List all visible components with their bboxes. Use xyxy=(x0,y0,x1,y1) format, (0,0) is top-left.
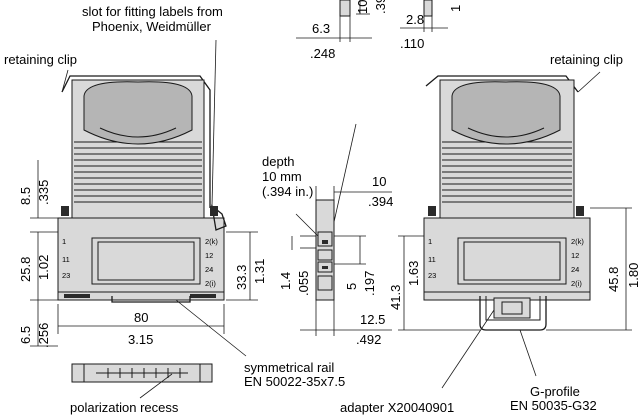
retaining-clip-frame-left xyxy=(61,75,211,208)
depth-line3: (.394 in.) xyxy=(262,184,313,199)
dim-top-d-mm: 1 xyxy=(448,5,463,12)
symmetrical-rail-line2: EN 50022-35x7.5 xyxy=(244,374,345,389)
terminal-left-11-right: 11 xyxy=(428,255,436,264)
dim-g-h1-mm: 41.3 xyxy=(388,285,403,310)
slot-label-line1: slot for fitting labels from xyxy=(82,4,223,19)
dim-h-top-in: .335 xyxy=(36,180,51,205)
dim-top-a-mm: 6.3 xyxy=(312,21,330,36)
dim-h-bot-in: .256 xyxy=(36,323,51,348)
terminal-left-1: 1 xyxy=(62,237,66,246)
left-dimensions xyxy=(30,160,258,347)
annotations: slot for fitting labels from Phoenix, We… xyxy=(4,0,641,415)
depth-line1: depth xyxy=(262,154,295,169)
right-device: 1 11 23 2(k) 12 24 2(i) xyxy=(423,75,591,331)
terminal-window xyxy=(91,237,201,285)
adapter-block xyxy=(493,297,531,319)
dim-width-in: 3.15 xyxy=(128,332,153,347)
terminal-left-23: 23 xyxy=(62,271,70,280)
dim-g-h1-in: 1.63 xyxy=(406,261,421,286)
leader-lines xyxy=(61,39,601,389)
terminal-right-2k: 2(k) xyxy=(205,237,218,246)
grille xyxy=(74,141,202,203)
depth-line2: 10 mm xyxy=(262,169,302,184)
dim-top-c-mm: 10 xyxy=(355,0,370,14)
dim-width-mm: 80 xyxy=(134,310,148,325)
top-details xyxy=(296,0,448,42)
retaining-clip-right-label: retaining clip xyxy=(550,52,623,67)
terminal-right-24-right: 24 xyxy=(571,265,579,274)
terminal-right-12-right: 12 xyxy=(571,251,579,260)
dim-top-b-in: .110 xyxy=(400,36,424,51)
dim-side-b-mm: 5 xyxy=(344,283,359,290)
dim-h-mid-mm: 25.8 xyxy=(18,257,33,282)
dim-side-w-in: .394 xyxy=(368,194,393,209)
g-profile-rail xyxy=(479,296,547,331)
dim-top-a-in: .248 xyxy=(310,46,335,61)
terminal-right-2k-right: 2(k) xyxy=(571,237,584,246)
dim-top-d-in: .39 xyxy=(373,0,388,14)
dim-g-h2-in: 1.80 xyxy=(626,263,641,288)
dim-side-a-mm: 1.4 xyxy=(278,272,293,290)
left-device: 1 11 23 2(k) 12 24 2(i) xyxy=(57,75,227,303)
right-dimensions xyxy=(398,207,632,331)
dim-h-bot-mm: 6.5 xyxy=(18,326,33,344)
dim-h-body-in: 1.31 xyxy=(252,259,267,284)
g-profile-line2: EN 50035-G32 xyxy=(510,398,597,413)
terminal-right-24: 24 xyxy=(205,265,213,274)
terminal-right-2i-right: 2(i) xyxy=(571,279,582,288)
symmetrical-rail-line1: symmetrical rail xyxy=(244,360,334,375)
terminal-left-23-right: 23 xyxy=(428,271,436,280)
slot-label-line2: Phoenix, Weidmüller xyxy=(92,19,212,34)
terminal-right-12: 12 xyxy=(205,251,213,260)
polarization-recess-label: polarization recess xyxy=(70,400,179,415)
dim-side-a-in: .055 xyxy=(296,271,311,296)
dim-side-w-mm: 10 xyxy=(372,174,386,189)
dim-side-b-in: .197 xyxy=(362,271,377,296)
dim-h-mid-in: 1.02 xyxy=(36,255,51,280)
dim-side-c-mm: 12.5 xyxy=(360,312,385,327)
g-profile-line1: G-profile xyxy=(530,384,580,399)
adapter-label: adapter X20040901 xyxy=(340,400,454,415)
grille-right xyxy=(442,141,572,203)
dim-h-body-mm: 33.3 xyxy=(234,265,249,290)
retaining-clip-left-label: retaining clip xyxy=(4,52,77,67)
dome-cap xyxy=(83,81,193,145)
terminal-right-2i: 2(i) xyxy=(205,279,216,288)
dim-g-h2-mm: 45.8 xyxy=(606,267,621,292)
terminal-left-1-right: 1 xyxy=(428,237,432,246)
polarization-recess-drawing xyxy=(71,363,213,399)
dim-h-top-mm: 8.5 xyxy=(18,187,33,205)
side-view xyxy=(291,186,392,336)
terminal-left-11: 11 xyxy=(62,255,70,264)
dim-top-b-mm: 2.8 xyxy=(406,12,424,27)
dim-side-c-in: .492 xyxy=(356,332,381,347)
